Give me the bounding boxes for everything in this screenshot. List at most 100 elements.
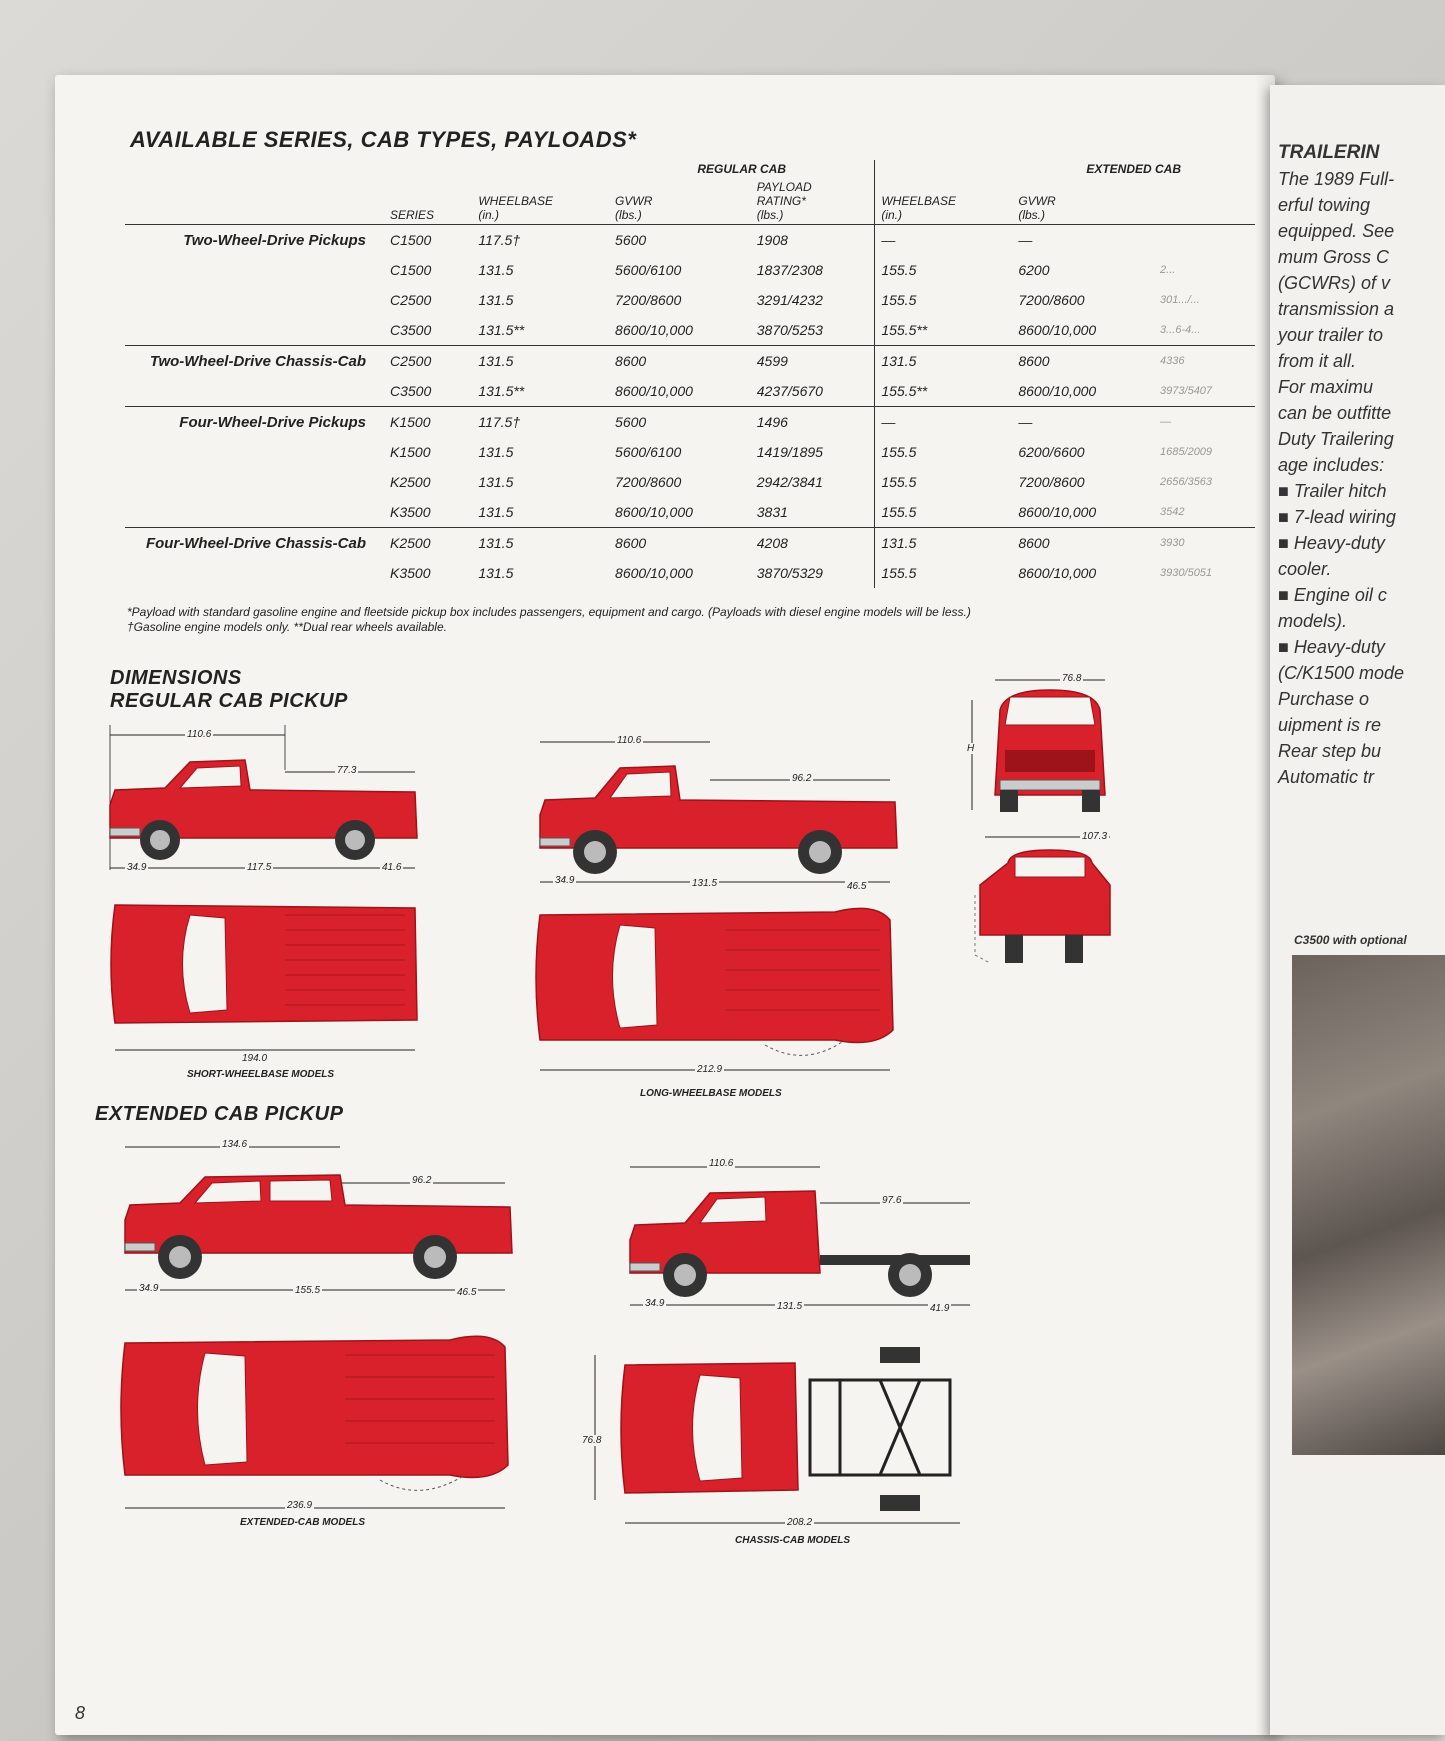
series-cell: K1500 (390, 444, 431, 460)
payload-cell: 3831 (756, 504, 788, 520)
col-series: SERIES (384, 178, 473, 225)
next-page-line: can be outfitte (1278, 403, 1392, 423)
payload-cell: 1419/1895 (756, 444, 823, 460)
col-ext-wheelbase: WHEELBASE(in.) (874, 178, 1013, 225)
dim-ext-wb: 155.5 (293, 1285, 323, 1296)
table-footnotes: *Payload with standard gasoline engine a… (127, 605, 971, 635)
photo-caption: C3500 with optional (1294, 933, 1407, 947)
ext-payload-cell: 3...6-4... (1160, 324, 1201, 336)
ext-wheelbase-cell: 155.5 (874, 467, 1013, 497)
gvwr-cell: 8600/10,000 (615, 504, 693, 520)
ext-payload-cell: 1685/2009 (1160, 446, 1213, 458)
next-page-line: ■ Heavy-duty (1278, 637, 1385, 657)
caption-long-wb: LONG-WHEELBASE MODELS (640, 1088, 782, 1099)
extended-cab-title: EXTENDED CAB PICKUP (95, 1103, 344, 1125)
category-cell: Four-Wheel-Drive Pickups (125, 406, 384, 437)
series-cell: K3500 (390, 565, 431, 581)
footnote-payload: *Payload with standard gasoline engine a… (127, 605, 971, 619)
next-page-line: ■ Engine oil c (1278, 585, 1387, 605)
next-page-line: from it all. (1278, 351, 1357, 371)
extended-cab-header: EXTENDED CAB (1086, 162, 1182, 176)
gvwr-cell: 8600 (609, 345, 751, 376)
ext-gvwr-cell: 8600/10,000 (1018, 383, 1097, 399)
long-wb-side-view (539, 741, 898, 883)
ext-gvwr-cell: 8600/10,000 (1018, 565, 1097, 581)
ext-gvwr-cell: — (1012, 406, 1155, 437)
category-cell (125, 558, 384, 588)
payload-cell: 1908 (750, 224, 875, 255)
dim-chassis-overall: 208.2 (785, 1517, 815, 1528)
ext-gvwr-cell: 7200/8600 (1018, 474, 1085, 490)
chassis-cab-side-view (629, 1166, 970, 1306)
ext-gvwr-cell: 8600/10,000 (1018, 504, 1097, 520)
dim-short-rear: 41.6 (380, 862, 404, 873)
col-gvwr: GVWR(lbs.) (609, 178, 751, 225)
payload-cell: 1496 (750, 406, 875, 437)
wheelbase-cell: 131.5 (472, 345, 610, 376)
ext-wheelbase-cell: 155.5 (874, 558, 1013, 588)
caption-ext-cab: EXTENDED-CAB MODELS (240, 1517, 366, 1528)
ext-wheelbase-cell: 155.5 (874, 255, 1013, 285)
next-page-line: models). (1278, 611, 1348, 631)
next-page-line: transmission a (1278, 299, 1395, 319)
dim-short-box: 77.3 (335, 765, 359, 776)
wheelbase-cell: 131.5 (478, 504, 514, 520)
gvwr-cell: 7200/8600 (615, 292, 682, 308)
next-page-line: ■ Trailer hitch (1278, 481, 1387, 501)
ext-payload-cell: 3973/5407 (1160, 385, 1213, 397)
col-ext-gvwr: GVWR(lbs.) (1012, 178, 1155, 225)
footnote-gasoline: †Gasoline engine models only. **Dual rea… (127, 620, 447, 634)
series-cell: K2500 (384, 527, 473, 558)
series-cell: C2500 (384, 345, 473, 376)
dim-front-width: 76.8 (1060, 673, 1084, 684)
next-page-line: Rear step bu (1278, 741, 1382, 761)
payload-cell: 3870/5329 (756, 565, 823, 581)
ext-gvwr-cell: — (1012, 224, 1155, 255)
ext-payload-cell: 2656/3563 (1160, 476, 1213, 488)
ext-payload-cell (1154, 224, 1255, 255)
dim-long-wb: 131.5 (690, 878, 720, 889)
page-number: 8 (75, 1703, 86, 1723)
dim-short-front: 34.9 (125, 862, 149, 873)
ext-wheelbase-cell: 155.5 (874, 437, 1013, 467)
payload-cell: 2942/3841 (756, 474, 823, 490)
ext-gvwr-cell: 6200/6600 (1018, 444, 1085, 460)
ext-wheelbase-cell: 155.5** (874, 315, 1013, 346)
regular-cab-header: REGULAR CAB (697, 162, 787, 176)
category-cell: Two-Wheel-Drive Chassis-Cab (125, 345, 384, 376)
category-cell (125, 497, 384, 528)
dim-long-front: 34.9 (553, 875, 577, 886)
dim-chassis-rear: 41.9 (928, 1303, 952, 1314)
gvwr-cell: 8600/10,000 (615, 383, 693, 399)
category-cell (125, 376, 384, 407)
front-view (971, 679, 1106, 812)
ext-wheelbase-cell: 131.5 (874, 527, 1013, 558)
next-page-line: equipped. See (1278, 221, 1395, 241)
next-page-line: ■ Heavy-duty (1278, 533, 1385, 553)
spec-table: REGULAR CAB EXTENDED CAB SERIES WHEELBAS… (125, 160, 1255, 588)
gvwr-cell: 8600 (609, 527, 751, 558)
next-page-line: ■ 7-lead wiring (1278, 507, 1396, 527)
category-cell (125, 285, 384, 315)
ext-cab-top-view (120, 1335, 509, 1509)
dim-chassis-frame: 97.6 (880, 1195, 904, 1206)
payload-cell: 3291/4232 (756, 292, 823, 308)
short-wb-side-view (109, 725, 418, 870)
category-cell (125, 255, 384, 285)
wheelbase-cell: 131.5 (478, 474, 514, 490)
dim-short-cab: 110.6 (185, 729, 214, 740)
next-page-title: TRAILERIN (1278, 142, 1380, 163)
ext-gvwr-cell: 6200 (1018, 262, 1050, 278)
series-cell: K2500 (390, 474, 431, 490)
dim-long-box: 96.2 (790, 773, 814, 784)
